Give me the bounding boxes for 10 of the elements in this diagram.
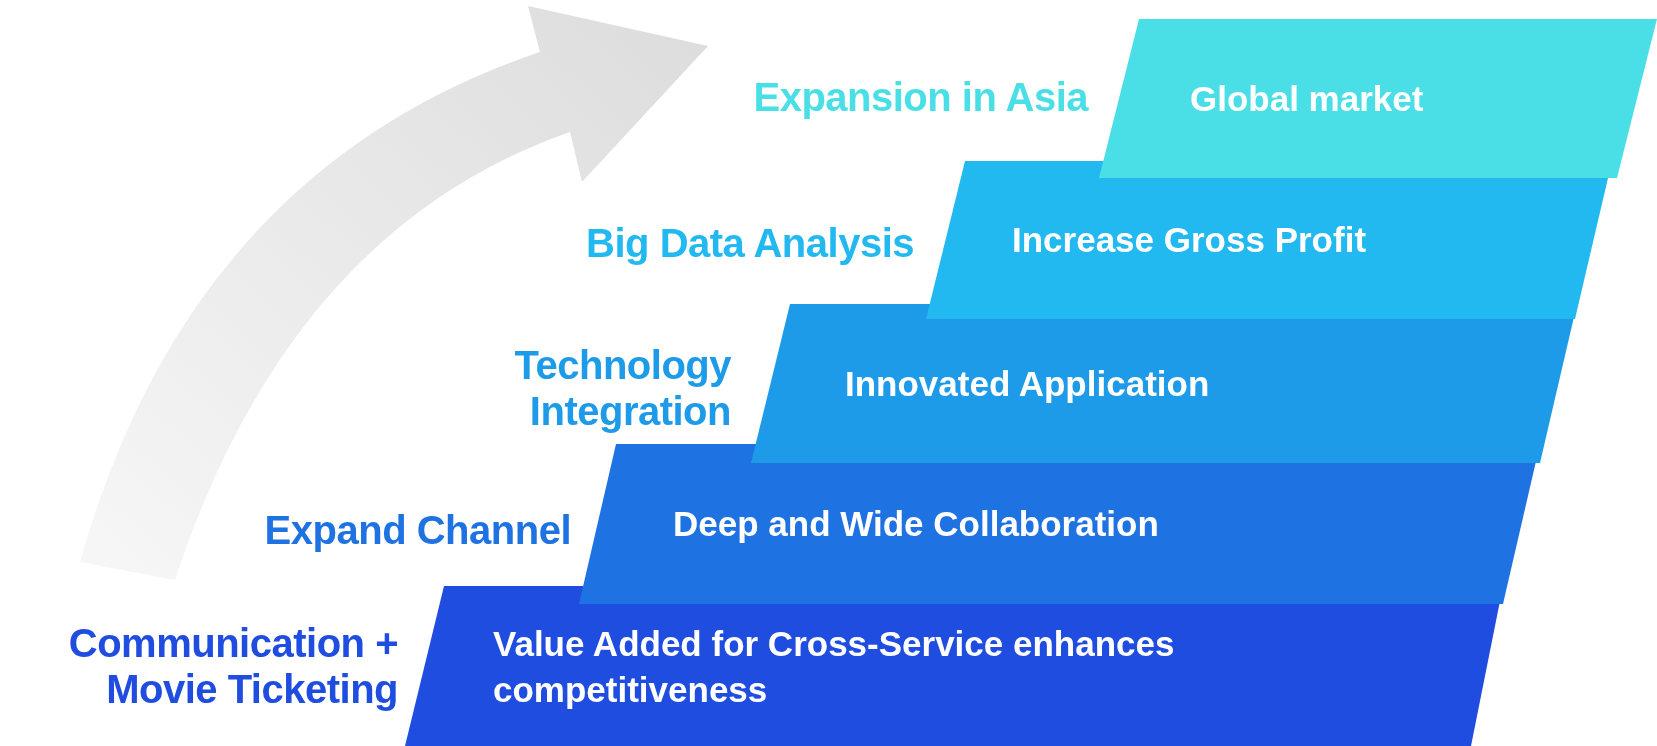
step-text: Global market [1190, 77, 1424, 120]
step-heading: Big Data Analysis [585, 220, 914, 266]
step-text: Innovated Application [845, 362, 1210, 405]
step-text: Increase Gross Profit [1012, 219, 1367, 262]
step-heading: Communication + Movie Ticketing [67, 620, 398, 712]
step-heading: Technology Integration [513, 342, 731, 434]
step-heading: Expand Channel [263, 507, 571, 553]
step-text: Value Added for Cross-Service enhances competitiveness [493, 622, 1176, 711]
step-text: Deep and Wide Collaboration [673, 503, 1159, 546]
step-heading: Expansion in Asia [752, 74, 1088, 120]
